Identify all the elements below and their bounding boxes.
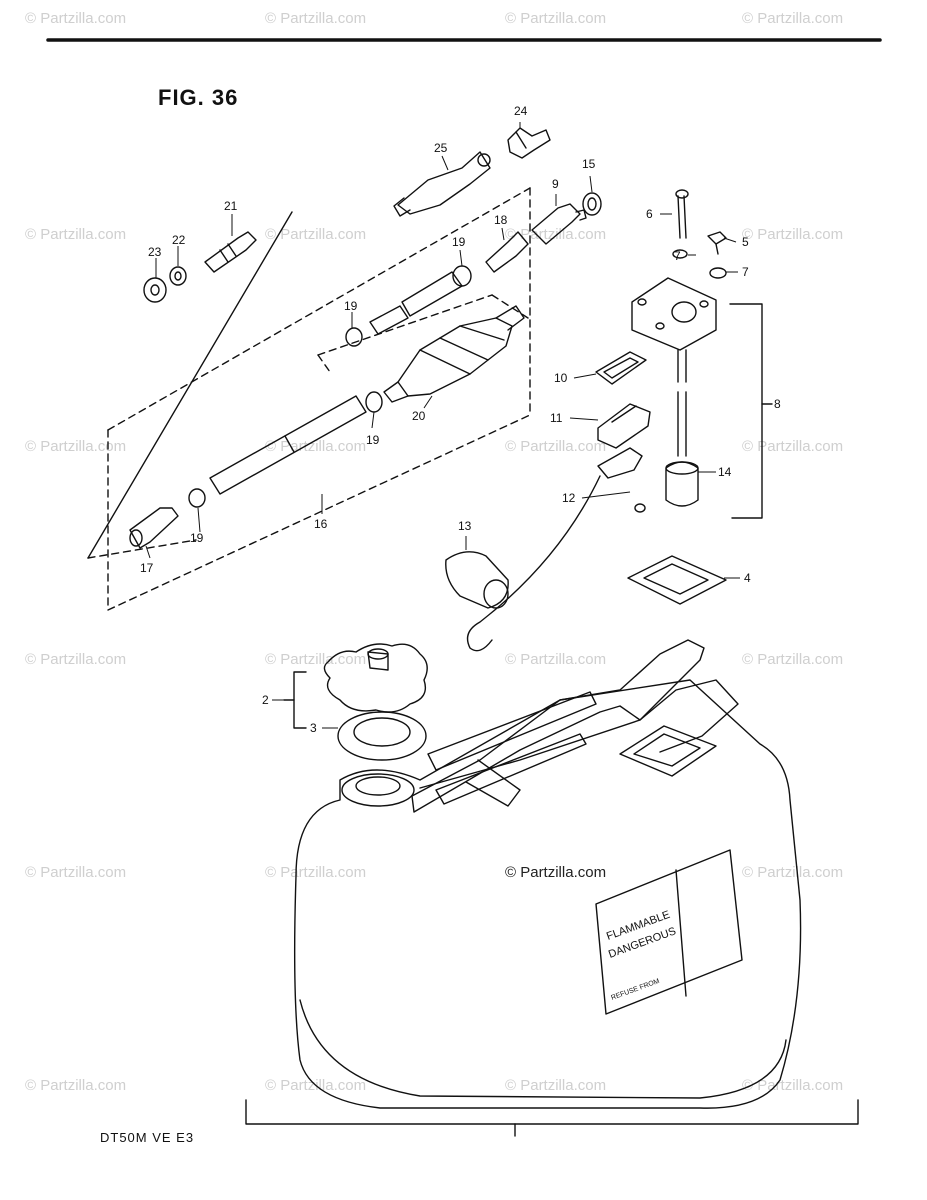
watermark: © Partzilla.com bbox=[25, 651, 127, 668]
hose-kit-frame bbox=[107, 187, 531, 611]
callout-18: 18 bbox=[494, 213, 508, 227]
watermark: © Partzilla.com bbox=[742, 226, 844, 243]
washer-part-7-lower bbox=[709, 267, 727, 279]
tank-decal: FLAMMABLE DANGEROUS REFUSE FROM bbox=[605, 909, 678, 1002]
callout-17: 17 bbox=[140, 561, 154, 575]
bracket-part-12 bbox=[466, 447, 646, 652]
watermark: © Partzilla.com bbox=[265, 10, 367, 27]
hose-upper bbox=[369, 271, 463, 335]
nut-part-23 bbox=[143, 277, 167, 303]
callout-19-lower: 19 bbox=[190, 531, 204, 545]
primer-bulb-part-20 bbox=[383, 305, 525, 403]
gasket-part-4 bbox=[627, 555, 727, 605]
callout-23: 23 bbox=[148, 245, 162, 259]
seal-ring-part-3 bbox=[337, 711, 427, 761]
callout-labels: 24 25 15 9 21 22 23 18 19 19 19 19 20 16… bbox=[140, 104, 781, 735]
watermark: © Partzilla.com bbox=[742, 651, 844, 668]
watermark: © Partzilla.com bbox=[505, 438, 607, 455]
watermark: © Partzilla.com bbox=[25, 226, 127, 243]
callout-21: 21 bbox=[224, 199, 238, 213]
watermark: © Partzilla.com bbox=[25, 438, 127, 455]
watermark: © Partzilla.com bbox=[742, 864, 844, 881]
callout-leaders bbox=[145, 122, 740, 729]
watermark: © Partzilla.com bbox=[742, 1077, 844, 1094]
watermark: © Partzilla.com bbox=[265, 864, 367, 881]
callout-14: 14 bbox=[718, 465, 732, 479]
callout-16: 16 bbox=[314, 517, 328, 531]
hose-fitting-part-25 bbox=[393, 151, 491, 217]
callout-8: 8 bbox=[774, 397, 781, 411]
callout-2: 2 bbox=[262, 693, 269, 707]
watermark: © Partzilla.com bbox=[265, 226, 367, 243]
fitting-part-21 bbox=[204, 231, 257, 273]
center-watermark: © Partzilla.com bbox=[505, 864, 607, 881]
float-part-14 bbox=[665, 461, 699, 507]
connector-part-9 bbox=[531, 203, 587, 245]
callout-12: 12 bbox=[562, 491, 576, 505]
gauge-cover-plate bbox=[631, 277, 717, 351]
watermark: © Partzilla.com bbox=[742, 10, 844, 27]
washer-part-22 bbox=[169, 266, 187, 286]
filter-cup-part-13 bbox=[445, 551, 509, 609]
screw-part-6 bbox=[675, 189, 689, 239]
fuel-cap-part-2 bbox=[323, 643, 428, 713]
guide-line bbox=[87, 539, 197, 559]
watermark: © Partzilla.com bbox=[25, 864, 127, 881]
callout-25: 25 bbox=[434, 141, 448, 155]
callout-24: 24 bbox=[514, 104, 528, 118]
callout-7-upper: 7 bbox=[674, 249, 681, 263]
callout-22: 22 bbox=[172, 233, 186, 247]
watermark: © Partzilla.com bbox=[25, 10, 127, 27]
callout-10: 10 bbox=[554, 371, 568, 385]
callout-4: 4 bbox=[744, 571, 751, 585]
gauge-stem bbox=[677, 349, 687, 457]
watermark: © Partzilla.com bbox=[265, 651, 367, 668]
callout-5: 5 bbox=[742, 235, 749, 249]
clip-part-19-upper bbox=[345, 265, 472, 347]
clip-part-19-lower bbox=[188, 488, 206, 508]
callout-11: 11 bbox=[550, 411, 563, 425]
callout-19-mid: 19 bbox=[366, 433, 380, 447]
connector-part-24 bbox=[507, 127, 551, 159]
hose-part-16 bbox=[209, 395, 367, 495]
watermark: © Partzilla.com bbox=[505, 651, 607, 668]
bottom-rule bbox=[245, 1099, 859, 1125]
watermark: © Partzilla.com bbox=[25, 1077, 127, 1094]
washer-part-7-upper bbox=[672, 249, 688, 259]
callout-15: 15 bbox=[582, 157, 596, 171]
watermark: © Partzilla.com bbox=[265, 438, 367, 455]
callout-13: 13 bbox=[458, 519, 472, 533]
gasket-part-10 bbox=[595, 351, 647, 385]
callout-7-lower: 7 bbox=[742, 265, 749, 279]
callout-6: 6 bbox=[646, 207, 653, 221]
fuel-tank bbox=[293, 639, 802, 1109]
figure-title: FIG. 36 bbox=[158, 85, 239, 110]
o-ring-part-15 bbox=[582, 192, 602, 216]
filter-part-11 bbox=[597, 403, 651, 449]
watermark: © Partzilla.com bbox=[505, 1077, 607, 1094]
callout-19-upper: 19 bbox=[452, 235, 466, 249]
callout-9: 9 bbox=[552, 177, 559, 191]
fitting-part-18 bbox=[485, 231, 529, 273]
callout-20: 20 bbox=[412, 409, 426, 423]
connector-part-17 bbox=[129, 507, 179, 549]
bracket-2-3 bbox=[293, 671, 307, 729]
watermark: © Partzilla.com bbox=[742, 438, 844, 455]
bracket-part-8 bbox=[729, 303, 763, 519]
model-code: DT50M VE E3 bbox=[100, 1130, 195, 1145]
watermark: © Partzilla.com bbox=[505, 10, 607, 27]
screw-part-5 bbox=[707, 231, 727, 255]
guide-line bbox=[87, 211, 293, 559]
decal-line-3: REFUSE FROM bbox=[610, 978, 660, 1002]
callout-19-left: 19 bbox=[344, 299, 358, 313]
clip-part-19-mid bbox=[365, 391, 383, 413]
callout-3: 3 bbox=[310, 721, 317, 735]
